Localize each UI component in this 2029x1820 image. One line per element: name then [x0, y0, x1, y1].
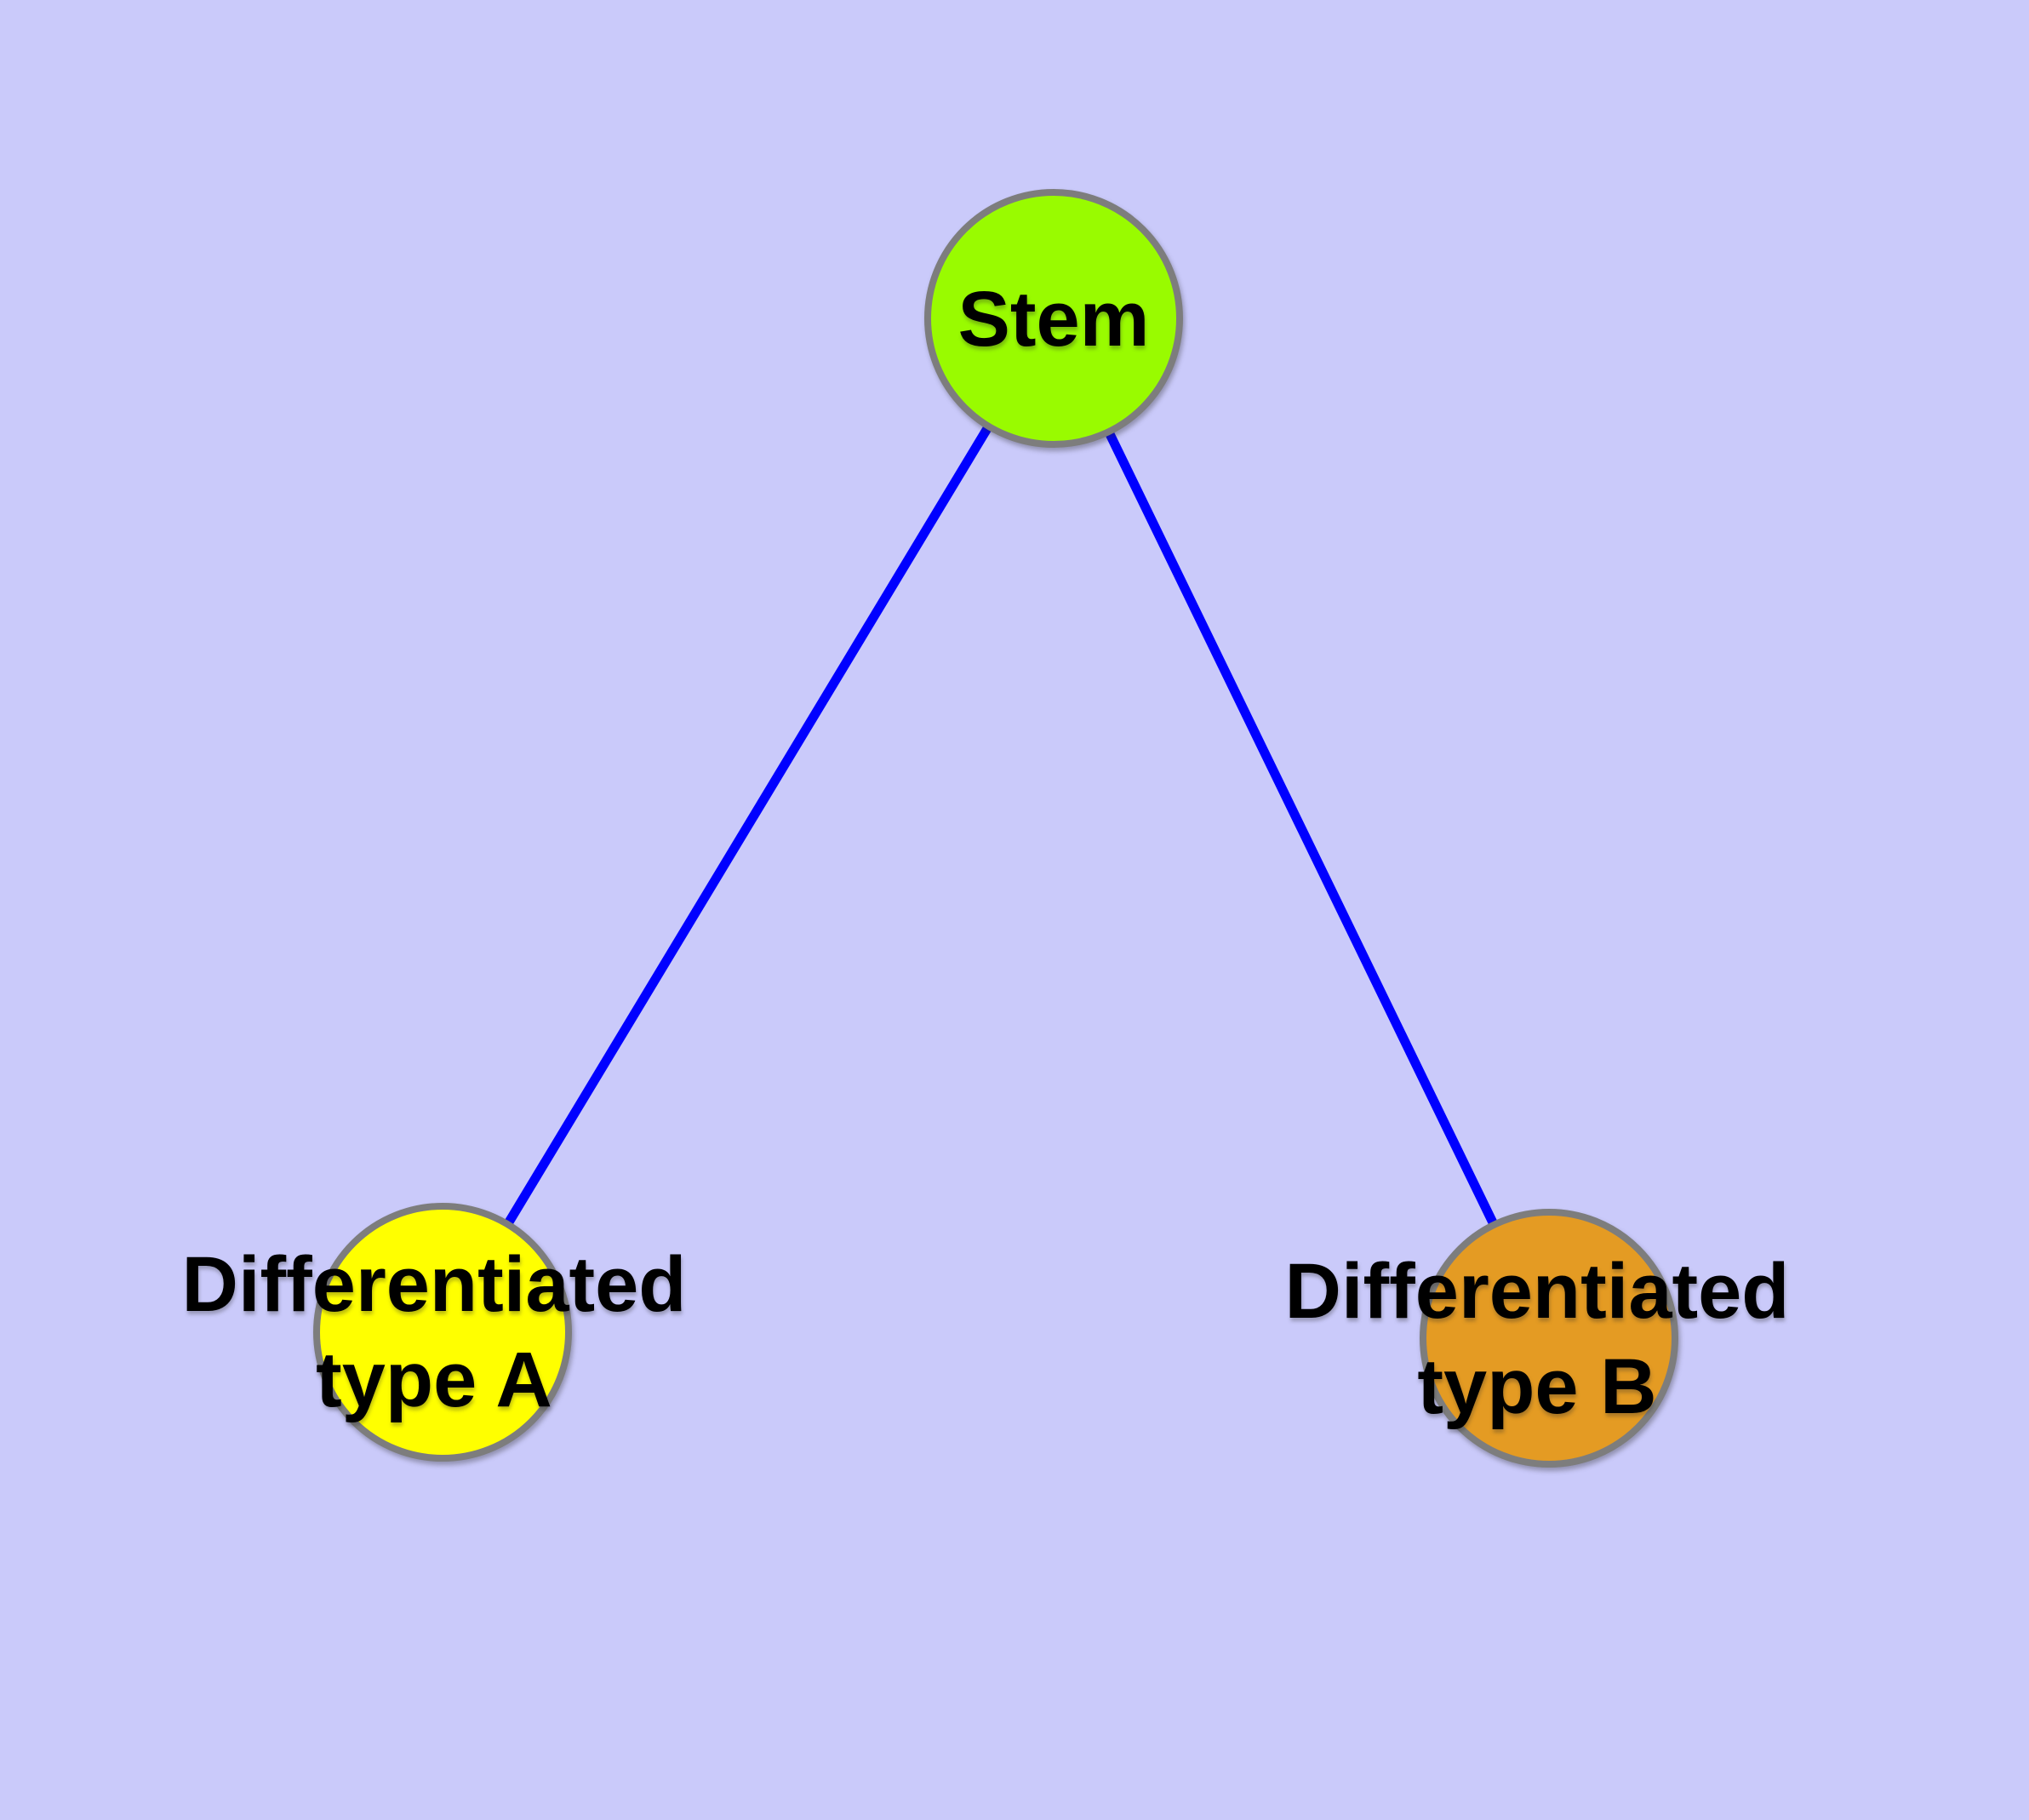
stem-node-label: Stem — [958, 276, 1150, 363]
edge-stem-to-type-b — [1049, 316, 1553, 1341]
differentiated-type-b-label-line2: type B — [1417, 1343, 1656, 1430]
differentiated-type-b-node-circle — [1420, 1209, 1678, 1468]
differentiated-type-a-node-circle — [313, 1203, 572, 1462]
differentiated-type-a-label-line1: Differentiated — [182, 1241, 687, 1328]
differentiated-type-a-label-line2: type A — [316, 1336, 552, 1423]
stem-node-circle — [924, 189, 1183, 448]
differentiated-type-b-label-line1: Differentiated — [1285, 1248, 1790, 1335]
edge-stem-to-type-a — [438, 316, 1058, 1335]
